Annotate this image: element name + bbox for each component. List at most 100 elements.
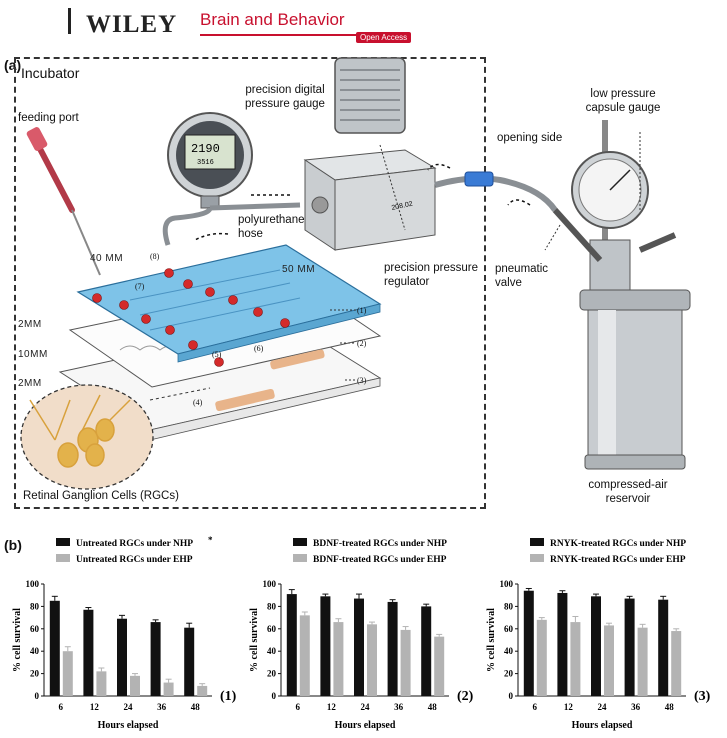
y-tick-label: 80 [30,601,40,611]
part-6-label: (6) [254,344,264,353]
x-tick-label: 24 [361,702,371,712]
capsule-gauge-label: low pressure capsule gauge [585,88,661,114]
feeding-port-label: feeding port [18,112,79,124]
bar [658,599,669,696]
part-4-label: (4) [193,398,203,407]
x-tick-label: 36 [394,702,404,712]
bar [421,606,432,696]
rgc-label: Retinal Ganglion Cells (RGCs) [23,490,179,502]
part-2-label: (2) [357,339,367,348]
y-tick-label: 60 [30,624,40,634]
legend-swatch [56,554,70,562]
legend-label: BDNF-treated RGCs under EHP [313,555,447,565]
flow-arrows [194,163,531,241]
x-axis-title: Hours elapsed [335,720,396,731]
dim-2mm-bottom: 2MM [18,378,42,389]
x-tick-label: 48 [191,702,201,712]
bar [184,627,195,696]
y-tick-label: 20 [504,669,514,679]
bar [387,601,398,696]
chart-svg: Untreated RGCs under NHP*Untreated RGCs … [12,535,237,731]
x-tick-label: 6 [533,702,538,712]
bar [570,622,581,696]
bar [49,600,60,696]
bar [604,625,614,696]
digital-gauge-icon: 2190 3516 [167,112,253,209]
publisher-logo: WILEY [86,11,178,38]
dim-40mm: 40 MM [90,253,124,264]
y-axis-title: % cell survival [12,608,23,672]
part-5-label: (5) [212,350,222,359]
port-markers [92,268,290,367]
legend-label: RNYK-treated RGCs under NHP [550,539,686,549]
bar [557,592,568,696]
x-tick-label: 36 [631,702,641,712]
dim-2mm-top: 2MM [18,319,42,330]
open-access-badge: Open Access [356,32,412,43]
part-3-label: (3) [357,376,367,385]
regulator-label: precision pressure regulator [384,262,478,288]
y-tick-label: 100 [26,579,40,589]
incubator-boundary [14,57,486,509]
journal-underline [200,34,410,36]
bar [197,685,208,696]
journal-title: Brain and Behavior [200,10,345,29]
chart-panel-number: (2) [457,689,474,704]
opening-side-connector [464,171,494,187]
svg-text:208.02: 208.02 [391,201,414,212]
bar [354,598,364,696]
panel-b-label: (b) [4,537,22,553]
x-axis-title: Hours elapsed [572,720,633,731]
x-tick-label: 12 [327,702,337,712]
rgc-inset [20,384,211,490]
legend-label: Untreated RGCs under EHP [76,555,193,565]
x-tick-label: 24 [598,702,608,712]
x-tick-label: 6 [296,702,301,712]
bar [400,629,411,696]
header-divider [68,8,71,34]
bar [671,631,682,696]
pneumatic-valve-label: pneumatic valve [495,263,549,289]
x-tick-label: 6 [59,702,64,712]
bar [624,598,635,696]
pipette-icon [26,127,101,276]
bar [434,636,445,696]
part-8-label: (8) [150,252,160,261]
bar [83,609,94,696]
x-tick-label: 36 [157,702,167,712]
bar [367,624,377,696]
bar [117,618,127,696]
layer-4-slide [215,388,275,412]
y-tick-label: 100 [263,579,277,589]
legend-swatch [293,538,307,546]
legend-label: BDNF-treated RGCs under NHP [313,539,447,549]
chart-panel-number: (3) [694,689,711,704]
bar [591,596,601,696]
incubator-label: Incubator [21,65,80,81]
hose-line [162,207,213,246]
y-axis-title: % cell survival [486,608,497,672]
bar [320,596,331,696]
bar [62,651,73,696]
hose-label: polyurethane hose [238,214,305,240]
x-tick-label: 12 [90,702,100,712]
y-tick-label: 60 [267,624,277,634]
bar [299,615,310,696]
chart-svg: RNYK-treated RGCs under NHPRNYK-treated … [486,538,711,731]
bar [536,619,547,696]
bar [130,675,140,696]
x-tick-label: 48 [665,702,675,712]
reservoir-label: compressed-air reservoir [588,479,668,505]
x-tick-label: 12 [564,702,574,712]
x-tick-label: 48 [428,702,438,712]
digital-gauge-label: precision digital pressure gauge [245,84,325,110]
x-axis-title: Hours elapsed [98,720,159,731]
bar [333,622,344,696]
legend-label: Untreated RGCs under NHP [76,539,193,549]
opening-side-label: opening side [497,132,563,144]
y-tick-label: 60 [504,624,514,634]
bar [286,594,297,696]
part-7-label: (7) [135,282,145,291]
part-1-label: (1) [357,306,367,315]
bar [637,627,648,696]
